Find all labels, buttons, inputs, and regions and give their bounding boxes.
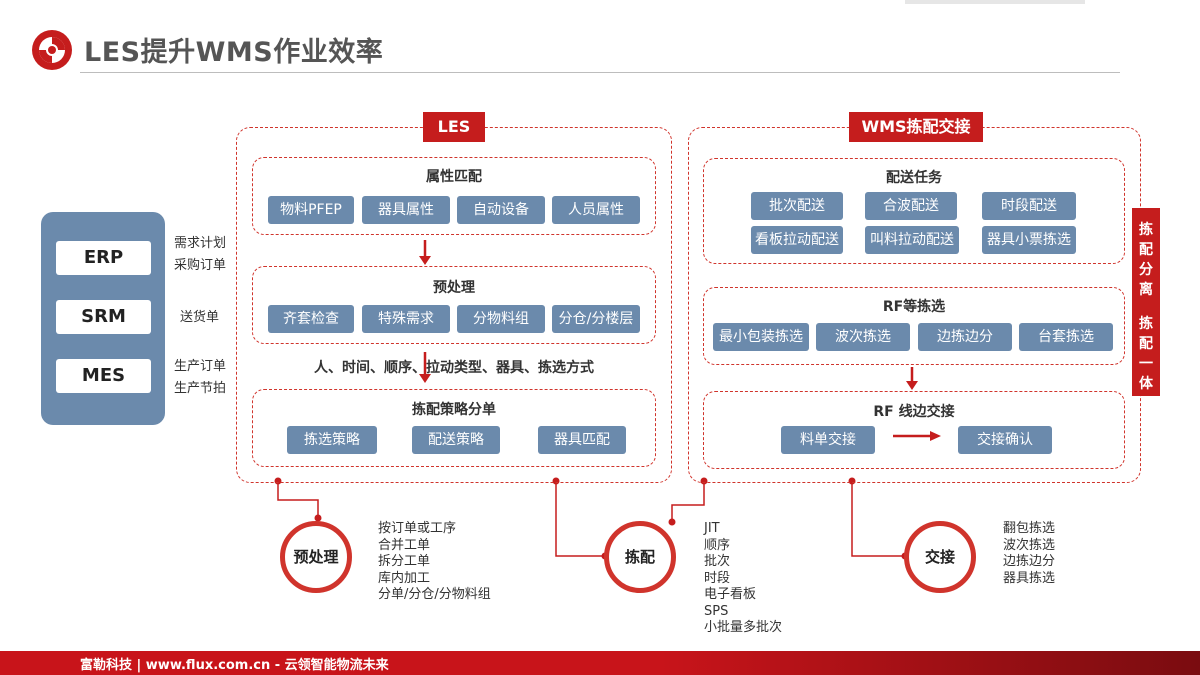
list-item: 翻包拣选 [1003, 521, 1056, 536]
circle-handover: 交接 [904, 521, 976, 593]
list-item: 拆分工单 [378, 554, 431, 569]
chip-wave-pick: 波次拣选 [816, 323, 910, 351]
vertical-char: 一 [1139, 356, 1153, 372]
list-item: 器具拣选 [1003, 570, 1056, 586]
picking-items: JIT 顺序 批次 时段 电子看板 SPS 小批量多批次 [704, 521, 782, 637]
chip-personnel-attr: 人员属性 [552, 196, 640, 224]
chip-call-delivery: 叫料拉动配送 [865, 226, 959, 254]
preprocess-title: 预处理 [433, 280, 475, 296]
erp-label-demand: 需求计划 [174, 236, 227, 251]
system-erp: ERP [56, 241, 151, 275]
list-item: 小批量多批次 [704, 620, 783, 635]
company-logo-icon [32, 30, 72, 70]
circle-picking: 拣配 [604, 521, 676, 593]
chip-container-attr: 器具属性 [362, 196, 450, 224]
chip-kit-pick: 台套拣选 [1019, 323, 1113, 351]
les-header: LES [423, 112, 485, 142]
erp-label-purchase: 采购订单 [174, 258, 227, 273]
chip-container-match: 器具匹配 [538, 426, 626, 454]
vertical-char: 分 [1139, 262, 1153, 278]
vertical-char: 配 [1139, 336, 1153, 352]
attr-match-title: 属性匹配 [426, 169, 482, 185]
chip-period-delivery: 时段配送 [982, 192, 1076, 220]
system-mes: MES [56, 359, 151, 393]
list-item: 合并工单 [378, 537, 431, 553]
list-item: 时段 [704, 570, 731, 586]
chip-ticket-picking: 器具小票拣选 [982, 226, 1076, 254]
wms-header: WMS拣配交接 [849, 112, 983, 142]
rf-picking-box [703, 287, 1125, 365]
list-item: 按订单或工序 [378, 521, 457, 536]
chip-batch-delivery: 批次配送 [751, 192, 843, 220]
mes-label-takt: 生产节拍 [174, 381, 227, 396]
chip-special-demand: 特殊需求 [362, 305, 450, 333]
line-handover-box [703, 391, 1125, 469]
chip-sheet-handover: 料单交接 [781, 426, 875, 454]
chip-pick-strategy: 拣选策略 [287, 426, 377, 454]
strategy-box [252, 389, 656, 467]
chip-pick-and-sort: 边拣边分 [918, 323, 1012, 351]
system-srm: SRM [56, 300, 151, 334]
list-item: 批次 [704, 554, 731, 569]
title-divider [80, 72, 1120, 73]
list-item: 库内加工 [378, 570, 431, 586]
chip-kanban-delivery: 看板拉动配送 [751, 226, 843, 254]
strategy-title: 拣配策略分单 [412, 402, 496, 418]
pick-mode-label: 拣配分离 拣配一体 [1132, 208, 1160, 396]
list-item: 电子看板 [704, 587, 757, 602]
list-item: SPS [704, 603, 729, 619]
srm-label: 送货单 [180, 310, 220, 325]
list-item: 边拣边分 [1003, 554, 1056, 569]
erp-labels: 需求计划 采购订单 [174, 233, 226, 277]
chip-delivery-strategy: 配送策略 [412, 426, 500, 454]
vertical-char: 离 [1139, 282, 1153, 298]
chip-material-pfep: 物料PFEP [268, 196, 354, 224]
preprocess-box [252, 266, 656, 344]
mes-labels: 生产订单 生产节拍 [174, 356, 226, 400]
pick-separate-label: 拣配分离 [1132, 220, 1160, 300]
footer-bar [0, 651, 1200, 675]
factors-note: 人、时间、顺序、拉动类型、器具、拣选方式 [314, 360, 594, 376]
chip-wave-delivery: 合波配送 [865, 192, 957, 220]
line-handover-title: RF 线边交接 [873, 404, 955, 420]
handover-items: 翻包拣选 波次拣选 边拣边分 器具拣选 [1003, 521, 1055, 587]
vertical-char: 体 [1139, 376, 1153, 392]
chip-handover-confirm: 交接确认 [958, 426, 1052, 454]
page-title: LES提升WMS作业效率 [84, 37, 384, 68]
vertical-char: 拣 [1139, 316, 1153, 332]
delivery-task-title: 配送任务 [886, 170, 942, 186]
circle-preprocess: 预处理 [280, 521, 352, 593]
list-item: 波次拣选 [1003, 537, 1056, 553]
vertical-char: 配 [1139, 242, 1153, 258]
list-item: JIT [704, 521, 720, 536]
chip-warehouse-floor: 分仓/分楼层 [552, 305, 640, 333]
vertical-char: 拣 [1139, 222, 1153, 238]
footer-text: 富勒科技 | www.flux.com.cn - 云领智能物流未来 [80, 658, 389, 673]
preprocess-items: 按订单或工序 合并工单 拆分工单 库内加工 分单/分仓/分物料组 [378, 521, 491, 604]
attr-match-box [252, 157, 656, 235]
chip-min-pack-pick: 最小包装拣选 [713, 323, 809, 351]
chip-kit-check: 齐套检查 [268, 305, 354, 333]
rf-picking-title: RF等拣选 [882, 299, 946, 315]
list-item: 分单/分仓/分物料组 [378, 587, 491, 602]
chip-material-group: 分物料组 [457, 305, 545, 333]
chip-auto-equipment: 自动设备 [457, 196, 545, 224]
top-decor-bar [905, 0, 1085, 4]
list-item: 顺序 [704, 537, 731, 553]
pick-integrated-label: 拣配一体 [1132, 314, 1160, 394]
mes-label-order: 生产订单 [174, 359, 227, 374]
delivery-task-box [703, 158, 1125, 264]
